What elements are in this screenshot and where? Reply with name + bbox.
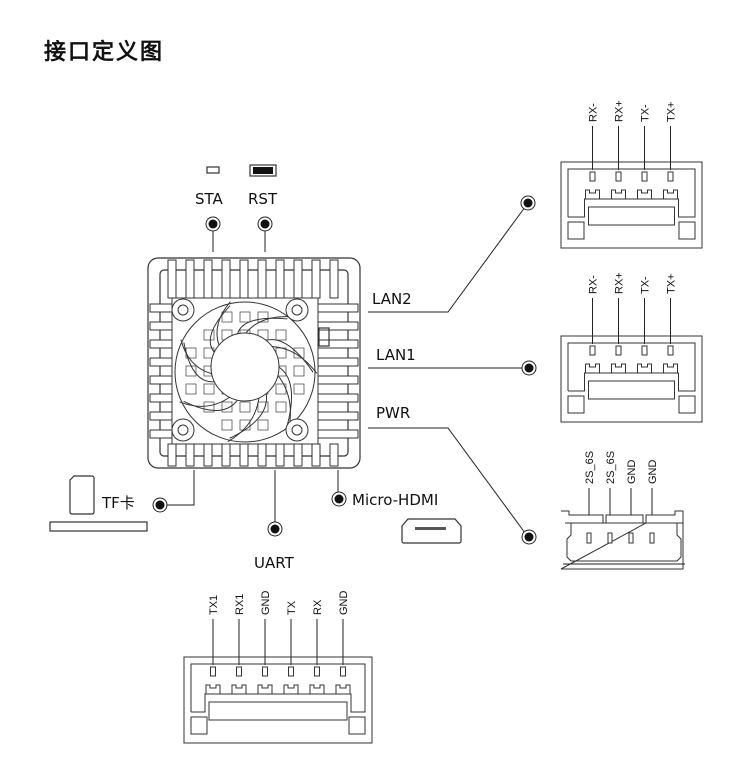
pin-contact (210, 666, 216, 677)
pin-contact (262, 666, 268, 677)
pin-housing (257, 684, 273, 694)
micro-hdmi-label: Micro-HDMI (352, 491, 438, 509)
tf-marker-icon (152, 497, 168, 513)
lan2-connector: RX- RX+ TX- TX+ (560, 100, 703, 249)
pin-housing (637, 363, 652, 373)
pin-label: GND (647, 460, 659, 485)
pin-contact (340, 666, 346, 677)
pin-contact (628, 532, 634, 544)
pin-label: RX+ (614, 100, 626, 122)
pin-label: RX- (588, 103, 600, 122)
pin-housing (335, 684, 351, 694)
pin-label: RX+ (614, 272, 626, 294)
pin-contact (641, 171, 648, 182)
lan2-label: LAN2 (372, 290, 412, 308)
pin-contact (236, 666, 242, 677)
rst-button-fill (253, 167, 273, 174)
fan-hub (210, 332, 280, 402)
pin-label: GND (626, 460, 638, 485)
pin-label: 2S_6S (605, 451, 617, 484)
rst-button-icon (249, 164, 277, 177)
pwr-marker-icon (521, 529, 537, 545)
pin-contact (586, 532, 592, 544)
uart-marker-icon (267, 521, 283, 537)
hdmi-marker-icon (331, 491, 347, 507)
pin-housing (585, 363, 600, 373)
pin-housing (283, 684, 299, 694)
pin-label: RX1 (234, 594, 246, 615)
pin-contact (288, 666, 294, 677)
lan2-marker-icon (520, 195, 536, 211)
tf-label: TF卡 (101, 494, 135, 512)
pin-housing (611, 189, 626, 199)
pin-contact (589, 171, 596, 182)
pin-contact (589, 345, 596, 356)
pin-label: TX (286, 600, 298, 615)
pin-housing (205, 684, 221, 694)
connector-body (560, 161, 703, 249)
lan1-label: LAN1 (376, 346, 416, 364)
heatsink-module (147, 257, 361, 469)
pin-contact (649, 532, 655, 544)
lan1-connector: RX- RX+ TX- TX+ (560, 272, 703, 423)
pin-housing (663, 189, 678, 199)
sta-led-icon (206, 166, 220, 174)
sta-marker-icon (205, 216, 221, 232)
pin-label: TX- (640, 104, 652, 122)
pin-contact (615, 345, 622, 356)
pin-label: 2S_6S (584, 451, 596, 484)
uart-label: UART (254, 554, 295, 572)
pin-label: RX- (588, 275, 600, 294)
screw-holes (171, 298, 309, 442)
rst-marker-icon (257, 216, 273, 232)
rst-label: RST (248, 190, 278, 208)
pin-contact (641, 345, 648, 356)
pin-housing (637, 189, 652, 199)
micro-hdmi-port-icon (401, 518, 462, 544)
pin-housing (309, 684, 325, 694)
page-title: 接口定义图 (44, 40, 165, 65)
pin-contact (314, 666, 320, 677)
pwr-connector: 2S_6S 2S_6S GND GND (560, 451, 685, 570)
pin-label: TX+ (666, 102, 678, 122)
hdmi-pins (415, 527, 446, 530)
tf-slot-icon (49, 521, 148, 532)
pin-label: GND (338, 591, 350, 616)
tf-card-icon (69, 475, 95, 515)
sta-label: STA (195, 190, 224, 208)
connector-body (560, 335, 703, 423)
pin-housing (585, 189, 600, 199)
pin-contact (615, 171, 622, 182)
lan1-marker-icon (521, 360, 537, 376)
pin-label: GND (260, 591, 272, 616)
pin-label: TX+ (666, 274, 678, 294)
pin-label: RX (312, 599, 324, 615)
pin-contact (667, 171, 674, 182)
pin-label: TX- (640, 276, 652, 294)
connector-body (183, 656, 373, 744)
pin-housing (611, 363, 626, 373)
pin-housing (663, 363, 678, 373)
uart-connector: TX1 RX1 GND TX RX GND (183, 591, 373, 744)
pin-contact (607, 532, 613, 544)
pin-contact (667, 345, 674, 356)
pin-label: TX1 (208, 595, 220, 615)
pwr-label: PWR (376, 404, 410, 422)
pin-housing (231, 684, 247, 694)
